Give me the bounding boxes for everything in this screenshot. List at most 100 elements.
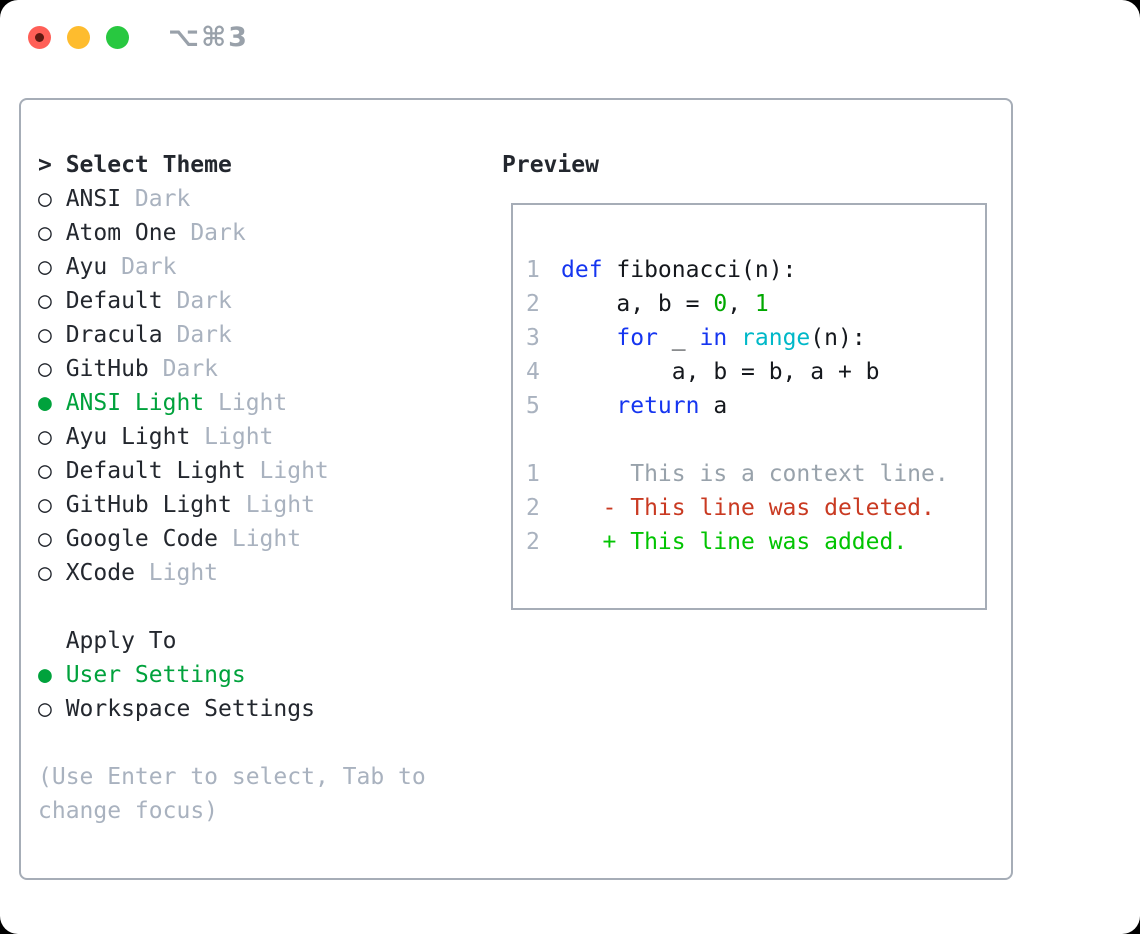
line-number: 2 bbox=[526, 291, 540, 317]
code-token: a, b = bbox=[561, 291, 714, 317]
theme-picker-panel: > Select Theme ○ ANSI Dark ○ Atom One Da… bbox=[19, 98, 1013, 880]
diff-context-text: This is a context line. bbox=[561, 461, 949, 487]
theme-name: Dracula bbox=[65, 322, 163, 348]
radio-selected-icon: ● bbox=[38, 390, 52, 416]
code-token: return bbox=[616, 393, 700, 419]
theme-variant-badge: Dark bbox=[176, 322, 232, 348]
apply-option-label: User Settings bbox=[65, 662, 246, 688]
code-token bbox=[727, 321, 741, 355]
code-token: 1 bbox=[754, 291, 769, 317]
zoom-button[interactable] bbox=[106, 26, 129, 49]
theme-preview-box: 1 def fibonacci(n): 2 a, b = 0 , 1 3 for… bbox=[511, 203, 987, 610]
theme-option-default-dark[interactable]: ○ Default Dark bbox=[38, 284, 426, 318]
theme-option-xcode-light[interactable]: ○ XCode Light bbox=[38, 556, 426, 590]
theme-option-google-code-light[interactable]: ○ Google Code Light bbox=[38, 522, 426, 556]
radio-selected-icon: ● bbox=[38, 662, 52, 688]
radio-icon: ○ bbox=[38, 186, 52, 212]
theme-option-ayu-dark[interactable]: ○ Ayu Dark bbox=[38, 250, 426, 284]
help-text-line-2: change focus) bbox=[38, 798, 219, 824]
theme-variant-badge: Light bbox=[204, 424, 274, 450]
theme-variant-badge: Light bbox=[245, 492, 315, 518]
theme-variant-badge: Light bbox=[148, 560, 219, 586]
radio-icon: ○ bbox=[38, 424, 52, 450]
code-line-3: 3 for _ in range (n): bbox=[526, 321, 985, 355]
code-token: for bbox=[616, 325, 658, 351]
apply-option-workspace-settings[interactable]: ○ Workspace Settings bbox=[38, 692, 426, 726]
code-token: (n): bbox=[810, 325, 866, 351]
theme-variant-badge: Dark bbox=[121, 254, 177, 280]
diff-added-line: 2 + This line was added. bbox=[526, 525, 985, 559]
apply-to-heading-label: Apply To bbox=[65, 628, 177, 654]
theme-option-default-light[interactable]: ○ Default Light Light bbox=[38, 454, 426, 488]
radio-icon: ○ bbox=[38, 356, 52, 382]
minimize-button[interactable] bbox=[67, 26, 90, 49]
theme-variant-badge: Dark bbox=[162, 356, 219, 382]
radio-icon: ○ bbox=[38, 492, 52, 518]
theme-name: GitHub bbox=[65, 356, 149, 382]
code-token: , bbox=[727, 291, 755, 317]
radio-icon: ○ bbox=[38, 254, 52, 280]
select-theme-heading: > Select Theme bbox=[38, 148, 426, 182]
list-spacer bbox=[38, 726, 426, 760]
theme-option-ansi-light[interactable]: ● ANSI Light Light bbox=[38, 386, 426, 420]
code-token: fibonacci(n): bbox=[602, 257, 797, 283]
code-token: def bbox=[561, 257, 603, 283]
theme-variant-badge: Light bbox=[218, 390, 288, 416]
window-title: ⌥⌘3 bbox=[168, 22, 249, 53]
code-token: a, b = b, a + b bbox=[561, 359, 880, 385]
line-number: 1 bbox=[526, 461, 540, 487]
theme-name: GitHub Light bbox=[65, 492, 232, 518]
radio-icon: ○ bbox=[38, 696, 52, 722]
theme-option-atom-one-dark[interactable]: ○ Atom One Dark bbox=[38, 216, 426, 250]
theme-name: Atom One bbox=[65, 220, 177, 246]
code-line-4: 4 a, b = b, a + b bbox=[526, 355, 985, 389]
theme-variant-badge: Light bbox=[231, 526, 302, 552]
theme-name: ANSI bbox=[65, 186, 122, 212]
radio-icon: ○ bbox=[38, 560, 52, 586]
help-text-line-1: (Use Enter to select, Tab to bbox=[38, 764, 426, 790]
apply-option-label: Workspace Settings bbox=[65, 696, 315, 722]
line-number: 2 bbox=[526, 495, 540, 521]
theme-option-ansi-dark[interactable]: ○ ANSI Dark bbox=[38, 182, 426, 216]
list-spacer bbox=[38, 590, 426, 624]
code-line-1: 1 def fibonacci(n): bbox=[526, 253, 985, 287]
code-line-2: 2 a, b = 0 , 1 bbox=[526, 287, 985, 321]
code-line-5: 5 return a bbox=[526, 389, 985, 423]
diff-deleted-text: - This line was deleted. bbox=[561, 495, 935, 521]
radio-icon: ○ bbox=[38, 220, 52, 246]
apply-to-heading: Apply To bbox=[38, 624, 426, 658]
diff-deleted-line: 2 - This line was deleted. bbox=[526, 491, 985, 525]
code-token: a bbox=[699, 393, 728, 419]
marker-placeholder bbox=[38, 624, 52, 658]
diff-context-line: 1 This is a context line. bbox=[526, 457, 985, 491]
theme-option-github-dark[interactable]: ○ GitHub Dark bbox=[38, 352, 426, 386]
code-token bbox=[561, 321, 616, 355]
radio-icon: ○ bbox=[38, 526, 52, 552]
preview-heading: Preview bbox=[502, 152, 599, 178]
theme-list: > Select Theme ○ ANSI Dark ○ Atom One Da… bbox=[38, 148, 426, 828]
line-number: 3 bbox=[526, 325, 540, 351]
apply-option-user-settings[interactable]: ● User Settings bbox=[38, 658, 426, 692]
radio-icon: ○ bbox=[38, 458, 52, 484]
diff-added-text: + This line was added. bbox=[561, 529, 908, 555]
line-number: 2 bbox=[526, 529, 540, 555]
theme-name: ANSI Light bbox=[65, 390, 205, 416]
code-token: range bbox=[741, 325, 811, 351]
line-number: 4 bbox=[526, 359, 540, 385]
close-button[interactable] bbox=[28, 26, 51, 49]
theme-option-dracula-dark[interactable]: ○ Dracula Dark bbox=[38, 318, 426, 352]
code-token: _ bbox=[657, 325, 700, 351]
theme-option-github-light[interactable]: ○ GitHub Light Light bbox=[38, 488, 426, 522]
code-line-blank bbox=[526, 423, 985, 457]
code-token bbox=[561, 389, 616, 423]
theme-name: Google Code bbox=[65, 526, 219, 552]
theme-name: XCode bbox=[65, 560, 135, 586]
radio-icon: ○ bbox=[38, 288, 52, 314]
theme-variant-badge: Dark bbox=[134, 186, 191, 212]
line-number bbox=[526, 423, 561, 457]
code-token: 0 bbox=[713, 291, 728, 317]
theme-name: Ayu bbox=[65, 254, 108, 280]
theme-option-ayu-light[interactable]: ○ Ayu Light Light bbox=[38, 420, 426, 454]
theme-name: Ayu Light bbox=[65, 424, 191, 450]
